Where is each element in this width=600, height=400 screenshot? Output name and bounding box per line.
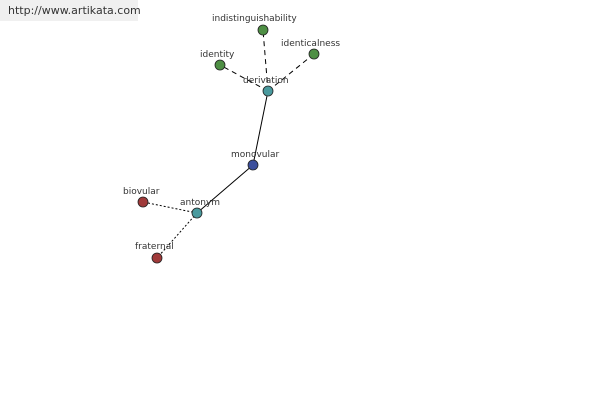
- node-indistinguishability[interactable]: indistinguishability: [212, 14, 297, 36]
- edge-antonym-biovular: [142, 201, 198, 214]
- node-identity[interactable]: identity: [200, 50, 235, 71]
- edges-layer: [142, 29, 315, 259]
- node-monovular[interactable]: monovular: [231, 150, 280, 171]
- node-label-fraternal[interactable]: fraternal: [135, 242, 174, 252]
- node-label-monovular[interactable]: monovular: [231, 150, 280, 160]
- site-url-link[interactable]: http://www.artikata.com: [8, 4, 141, 17]
- edge-monovular-derivation: [252, 90, 269, 166]
- node-label-identity[interactable]: identity: [200, 50, 235, 60]
- node-dot-identity[interactable]: [214, 59, 226, 71]
- node-label-indistinguishability[interactable]: indistinguishability: [212, 14, 297, 24]
- edge-derivation-identicalness: [267, 53, 315, 92]
- edge-derivation-indistinguishability: [262, 29, 269, 92]
- node-dot-biovular[interactable]: [137, 196, 149, 208]
- node-antonym[interactable]: antonym: [180, 198, 220, 219]
- node-dot-monovular[interactable]: [247, 159, 259, 171]
- site-banner[interactable]: http://www.artikata.com: [0, 0, 141, 21]
- node-identicalness[interactable]: identicalness: [281, 39, 340, 60]
- node-label-biovular[interactable]: biovular: [123, 187, 160, 197]
- nodes-layer: monovular derivation antonym indistinguisha…: [123, 14, 340, 264]
- edge-derivation-identity: [219, 64, 269, 92]
- node-dot-identicalness[interactable]: [308, 48, 320, 60]
- node-dot-fraternal[interactable]: [151, 252, 163, 264]
- node-fraternal[interactable]: fraternal: [135, 242, 174, 264]
- edge-monovular-antonym: [196, 164, 254, 214]
- node-dot-derivation[interactable]: [262, 85, 274, 97]
- node-label-antonym[interactable]: antonym: [180, 198, 220, 208]
- node-biovular[interactable]: biovular: [123, 187, 160, 208]
- node-derivation[interactable]: derivation: [243, 76, 289, 97]
- node-dot-indistinguishability[interactable]: [257, 24, 269, 36]
- node-dot-antonym[interactable]: [191, 207, 203, 219]
- node-label-derivation[interactable]: derivation: [243, 76, 289, 86]
- node-label-identicalness[interactable]: identicalness: [281, 39, 340, 49]
